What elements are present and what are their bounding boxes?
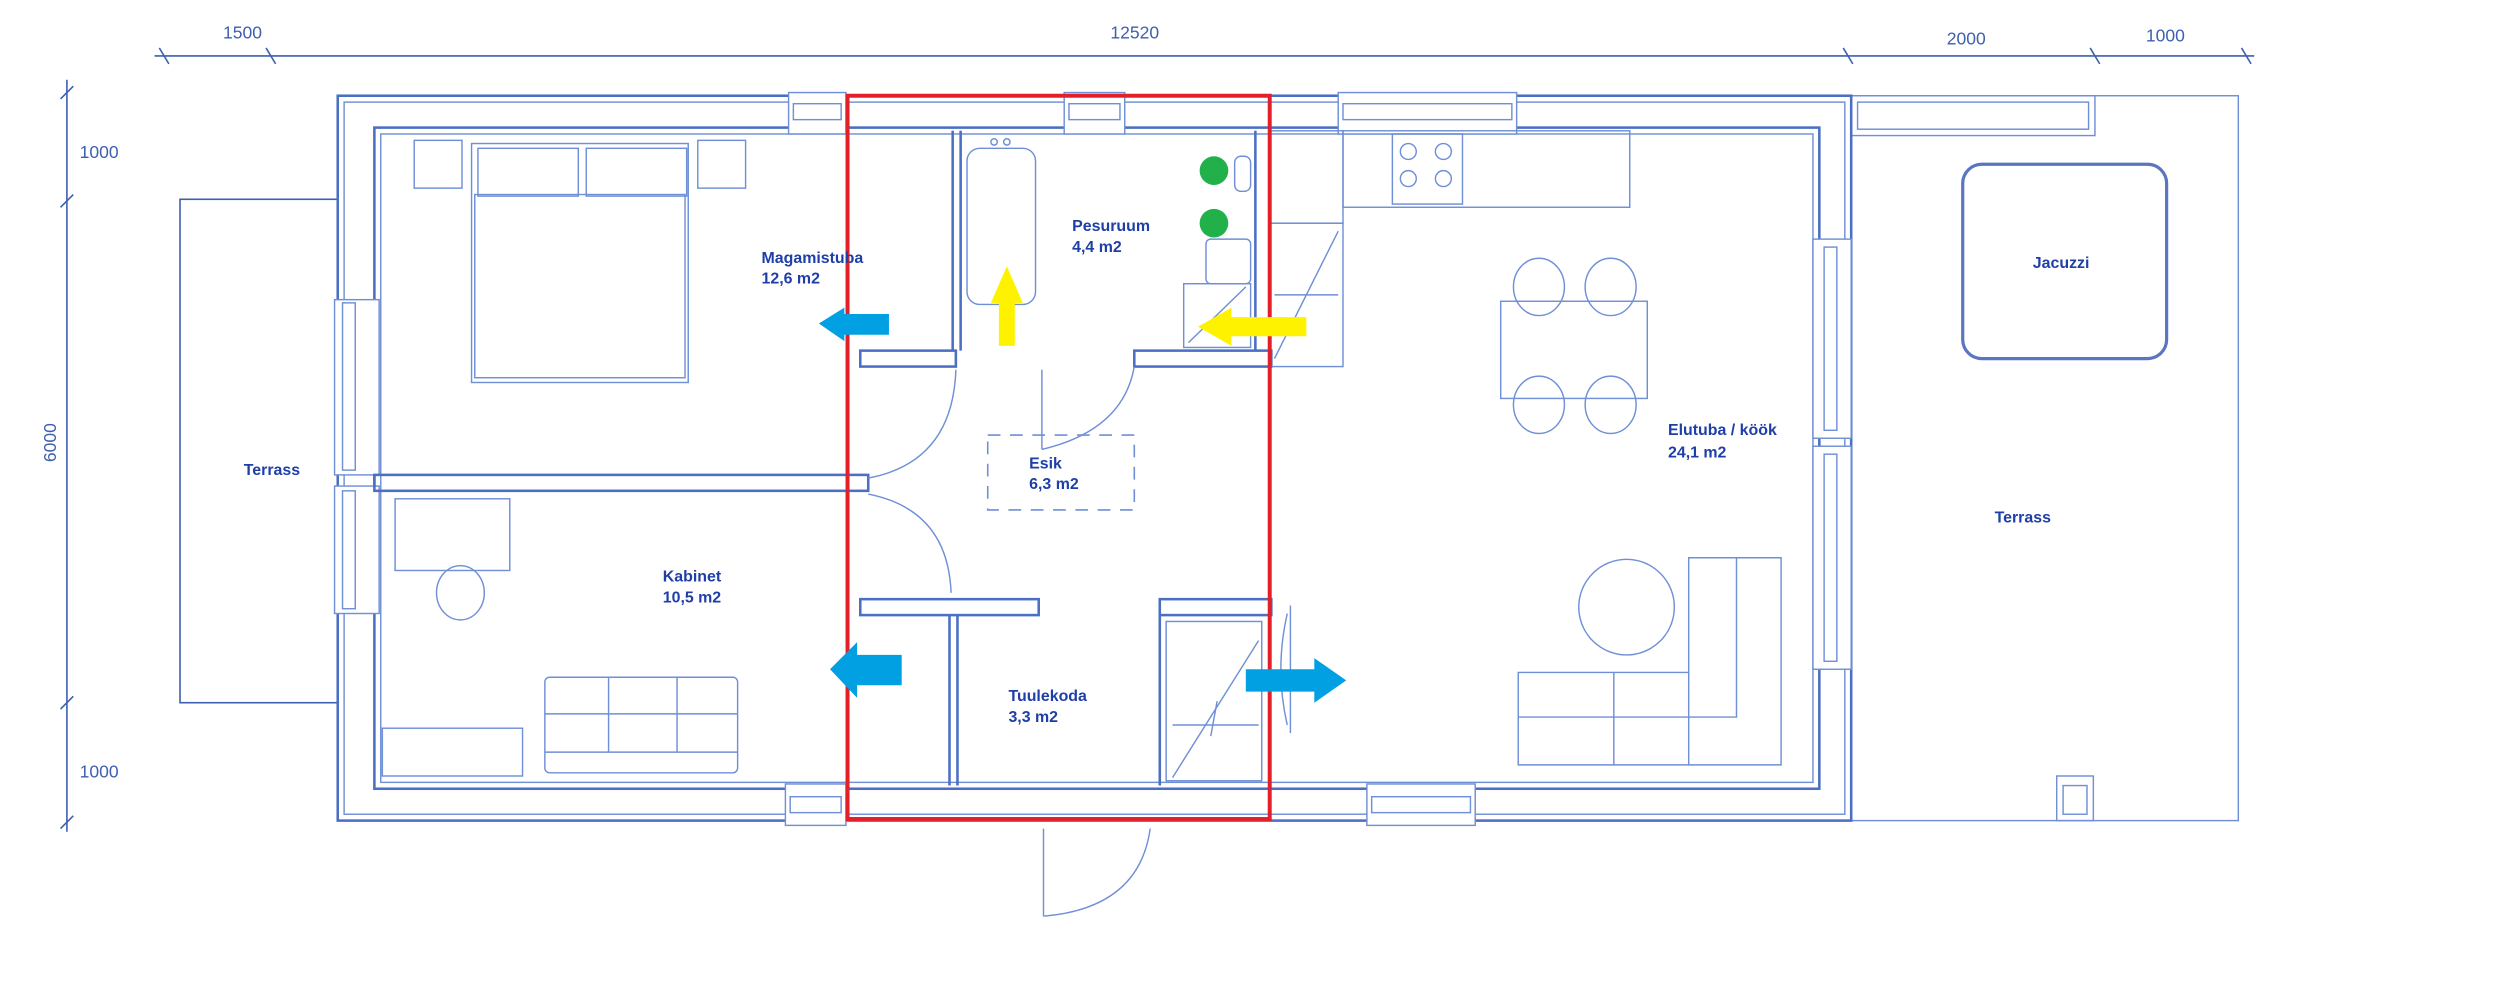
bathroom-fixtures bbox=[966, 138, 1252, 349]
vestibule-area: 3,3 m2 bbox=[1008, 709, 1058, 726]
exterior-walls bbox=[336, 94, 1853, 822]
door-swings bbox=[868, 366, 1292, 917]
yellow-arrow-up-bath bbox=[990, 266, 1023, 346]
terrace-left-label: Terrass bbox=[244, 462, 301, 479]
left-dimension-line: 1000 6000 1000 bbox=[40, 79, 119, 832]
dim-top-2000: 2000 bbox=[1947, 29, 1986, 49]
hall-area: 6,3 m2 bbox=[1029, 476, 1079, 493]
dining-set bbox=[1499, 257, 1648, 435]
jacuzzi-label: Jacuzzi bbox=[2033, 255, 2090, 272]
office-area: 10,5 m2 bbox=[663, 589, 722, 606]
living-name: Elutuba / köök bbox=[1668, 422, 1777, 439]
living-area: 24,1 m2 bbox=[1668, 444, 1727, 461]
terrace-left-outline bbox=[179, 198, 339, 704]
dim-top-1000: 1000 bbox=[2146, 26, 2185, 46]
jacuzzi bbox=[1961, 162, 2169, 361]
dim-top-1500: 1500 bbox=[223, 22, 262, 42]
top-dimension-line: 1500 12520 2000 1000 bbox=[154, 22, 2255, 65]
windows bbox=[333, 91, 1852, 827]
hall-rug bbox=[986, 434, 1136, 511]
dim-left-1000-top: 1000 bbox=[80, 142, 119, 162]
highlight-rectangle bbox=[845, 93, 1272, 822]
interior-walls bbox=[373, 130, 1344, 786]
bathroom-area: 4,4 m2 bbox=[1072, 239, 1122, 256]
terrace-right-label: Terrass bbox=[1995, 510, 2052, 527]
blue-arrow-left-office bbox=[830, 642, 902, 698]
chimney-icon bbox=[2055, 775, 2095, 822]
yellow-arrow-left-bath bbox=[1198, 307, 1307, 346]
office-name: Kabinet bbox=[663, 569, 722, 586]
green-marker-2 bbox=[1199, 208, 1229, 238]
hall-name: Esik bbox=[1029, 456, 1062, 473]
blue-arrow-left-bedroom bbox=[818, 307, 889, 342]
bathroom-name: Pesuruum bbox=[1072, 218, 1150, 235]
terrace-right-outline bbox=[1850, 95, 2240, 822]
office-furniture bbox=[381, 498, 739, 777]
kitchen-furniture bbox=[1268, 130, 1631, 224]
bedroom-name: Magamistuba bbox=[762, 250, 864, 267]
blue-arrow-right-living bbox=[1245, 658, 1347, 703]
vestibule-name: Tuulekoda bbox=[1008, 688, 1087, 705]
green-marker-1 bbox=[1199, 156, 1229, 185]
dim-left-6000: 6000 bbox=[40, 423, 60, 462]
terrace-ledge-inner bbox=[1856, 101, 2090, 130]
bedroom-area: 12,6 m2 bbox=[762, 271, 821, 288]
bedroom-furniture bbox=[413, 139, 747, 384]
dim-left-1000-bottom: 1000 bbox=[80, 762, 119, 782]
dim-top-12520: 12520 bbox=[1110, 22, 1159, 42]
living-furniture bbox=[1517, 557, 1782, 766]
